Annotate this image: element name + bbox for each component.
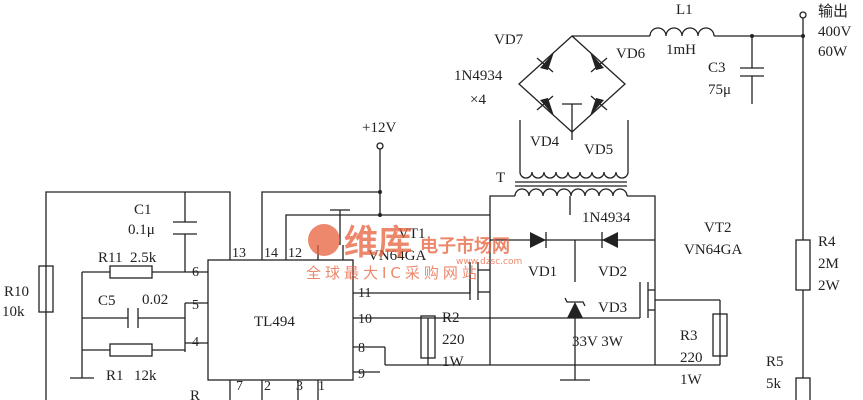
part-vd2: 1N4934 [582,210,631,226]
pin-5: 5 [192,298,199,313]
capacitor-c5 [127,308,139,328]
pin-4: 4 [192,335,199,350]
svg-text:维库: 维库 [344,223,412,263]
resistor-r3 [712,313,728,357]
value-c5: 0.02 [142,292,168,308]
value-r1: 12k [134,368,157,384]
diode-vd4 [536,95,554,116]
label-vt2: VT2 [704,220,732,236]
label-vd6: VD6 [616,46,646,62]
part-vt2: VN64GA [684,242,742,258]
power-r4: 2W [818,278,841,294]
label-vd7: VD7 [494,32,524,48]
diode-vd7 [536,52,554,73]
label-vd1: VD1 [528,264,557,280]
label-output-power: 60W [818,44,848,60]
pin-13: 13 [232,246,246,261]
terminal-output[interactable] [799,11,807,19]
transformer-leads [489,120,656,270]
pin-12: 12 [288,246,302,261]
resistor-r5 [795,377,811,400]
label-vt1: VT1 [398,226,426,242]
value-r5: 5k [766,376,782,392]
power-r2: 1W [442,354,465,370]
resistor-r11 [109,265,153,279]
value-vd3: 33V 3W [572,334,624,350]
diode-vd1 [530,232,547,248]
resistor-r10 [38,265,54,313]
mosfet-vt1 [469,262,490,300]
pin-11: 11 [358,286,371,301]
value-c1: 0.1μ [128,222,155,238]
label-12v: +12V [362,120,396,136]
pin-10: 10 [358,312,372,327]
label-r1: R1 [106,368,124,384]
label-l1: L1 [676,2,693,18]
inductor-l1 [649,27,715,37]
label-r10: R10 [4,284,29,300]
pin-8: 8 [358,341,365,356]
ic-tl494-body [207,259,354,381]
svg-text:www.dzsc.com: www.dzsc.com [456,257,522,267]
output-wires [572,18,805,378]
resistor-r2 [420,315,436,359]
value-r3: 220 [680,350,703,366]
driver-wires [384,239,721,381]
svg-text:电子市场网: 电子市场网 [420,235,510,257]
pin-6: 6 [192,265,199,280]
transformer-t [514,171,629,197]
mosfet-vt2 [639,282,655,318]
resistor-r1 [109,343,153,357]
label-c5: C5 [98,293,116,309]
value-r10: 10k [2,304,25,320]
bridge-center [562,103,582,140]
terminal-12v[interactable] [376,142,384,150]
part-vt1: VN64GA [368,248,426,264]
label-r5: R5 [766,354,784,370]
value-r2: 220 [442,332,465,348]
value-c3: 75μ [708,82,731,98]
diode-vd5 [590,95,608,116]
label-output-voltage: 400V [818,24,852,40]
resistor-r4 [795,239,811,291]
supply-wires [261,149,490,245]
pin-3: 3 [296,379,303,394]
pin-1: 1 [318,379,325,394]
label-output-title: 输出 [818,3,848,20]
label-r11: R11 [98,250,122,266]
value-l1: 1mH [666,42,696,58]
watermark-logo: 维库 电子市场网 www.dzsc.com 全球最大IC采购网站 [306,223,522,282]
ic-tl494-label: TL494 [254,314,295,330]
label-c1: C1 [134,202,152,218]
label-vd3: VD3 [598,300,627,316]
diode-vd6 [590,52,608,73]
capacitor-c1 [173,221,197,235]
label-c3: C3 [708,60,726,76]
label-r2: R2 [442,310,460,326]
pin-7: 7 [236,379,243,394]
label-r4: R4 [818,234,836,250]
pin-14: 14 [264,246,278,261]
zener-vd3 [564,297,586,318]
diode-vd2 [601,232,618,248]
capacitor-c3 [740,67,764,77]
label-vd2: VD2 [598,264,627,280]
label-t: T [496,170,505,186]
label-bridge-qty: ×4 [470,92,486,108]
value-r4: 2M [818,256,839,272]
left-network-wires [45,191,231,400]
value-r11: 2.5k [130,250,157,266]
pin-2: 2 [264,379,271,394]
label-r-partial: R [190,388,200,400]
pin-9: 9 [358,367,365,382]
label-bridge-part: 1N4934 [454,68,503,84]
svg-text:全球最大IC采购网站: 全球最大IC采购网站 [306,264,481,282]
power-r3: 1W [680,372,703,388]
label-vd4: VD4 [530,134,560,150]
label-vd5: VD5 [584,142,613,158]
label-r3: R3 [680,328,698,344]
